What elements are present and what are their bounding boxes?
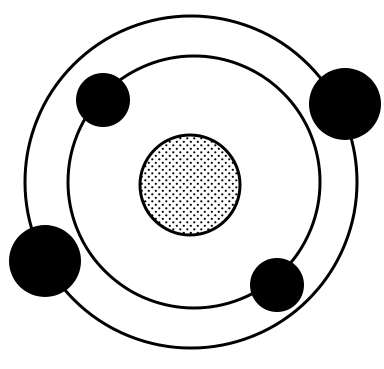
nucleus	[140, 135, 240, 235]
electron-outer-left	[9, 225, 81, 297]
electron-outer-right	[309, 68, 381, 140]
electron-inner-top-left	[76, 73, 130, 127]
electron-inner-bottom-right	[250, 258, 304, 312]
